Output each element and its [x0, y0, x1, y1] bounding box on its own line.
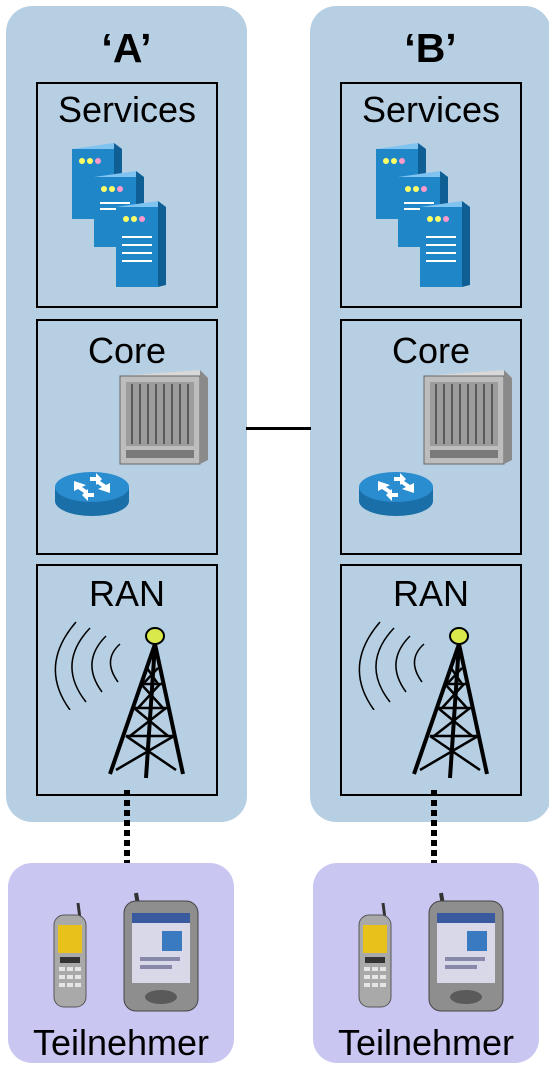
pda-icon	[123, 892, 199, 1012]
pda-icon	[428, 892, 504, 1012]
tower-icon	[412, 627, 489, 779]
mobile-phone-icon	[53, 902, 87, 1008]
signal-waves-icon	[54, 621, 121, 710]
layer-label-services: Services	[57, 89, 197, 130]
servers-icon	[72, 143, 166, 287]
ran-layer: RAN	[340, 564, 522, 796]
subscriber-label: Teilnehmer	[337, 1022, 515, 1063]
rack-icon	[119, 370, 208, 465]
layer-label-ran: RAN	[88, 573, 165, 614]
router-icon	[359, 472, 433, 516]
services-layer: Services	[36, 82, 218, 308]
subscriber-box-a: Teilnehmer	[8, 863, 234, 1063]
services-layer: Services	[340, 82, 522, 308]
column-title: ‘A’	[101, 25, 152, 71]
signal-waves-icon	[358, 621, 425, 710]
network-column-a: ‘A’ Services	[6, 6, 247, 822]
column-title: ‘B’	[404, 25, 457, 71]
core-layer: Core	[340, 319, 522, 555]
rack-icon	[423, 370, 512, 465]
subscriber-label: Teilnehmer	[32, 1022, 210, 1063]
layer-label-ran: RAN	[392, 573, 469, 614]
network-column-b: ‘B’ Services	[310, 6, 549, 822]
ran-layer: RAN	[36, 564, 218, 796]
servers-icon	[376, 143, 470, 287]
radio-link-a	[124, 790, 130, 868]
layer-label-core: Core	[87, 330, 167, 371]
tower-icon	[108, 627, 185, 779]
core-interconnect-line	[246, 427, 311, 430]
layer-label-services: Services	[361, 89, 501, 130]
core-layer: Core	[36, 319, 218, 555]
subscriber-box-b: Teilnehmer	[313, 863, 539, 1063]
mobile-phone-icon	[358, 902, 392, 1008]
router-icon	[55, 472, 129, 516]
layer-label-core: Core	[391, 330, 471, 371]
radio-link-b	[431, 790, 437, 868]
